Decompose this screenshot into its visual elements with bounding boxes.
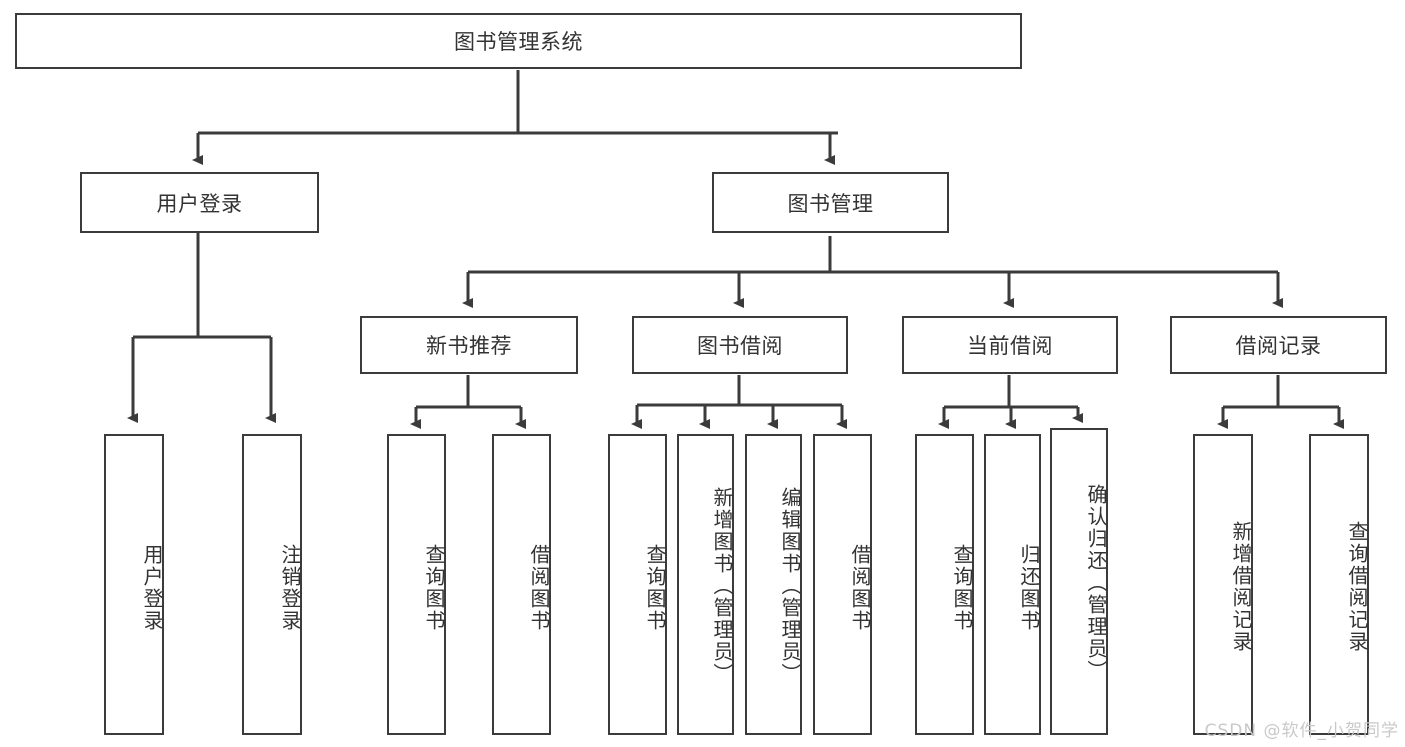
leaf-confirm-return-admin-label: 确认归还（管理员）: [1084, 483, 1108, 682]
leaf-logout[interactable]: 注销登录: [242, 434, 302, 735]
leaf-borrow-book[interactable]: 借阅图书: [813, 434, 872, 735]
leaf-add-borrow-record-label: 新增借阅记录: [1229, 520, 1253, 653]
node-book-management[interactable]: 图书管理: [712, 172, 949, 233]
node-user-login-label: 用户登录: [156, 191, 243, 216]
leaf-query-book-newbook[interactable]: 查询图书: [387, 434, 446, 735]
node-borrow-record[interactable]: 借阅记录: [1170, 316, 1387, 374]
leaf-edit-book-admin-label: 编辑图书（管理员）: [778, 486, 802, 685]
node-user-login[interactable]: 用户登录: [80, 172, 319, 233]
leaf-add-borrow-record[interactable]: 新增借阅记录: [1193, 434, 1253, 735]
leaf-logout-label: 注销登录: [278, 543, 302, 632]
csdn-watermark: CSDN @软件_小贺同学: [1204, 721, 1399, 741]
node-new-book-recommend[interactable]: 新书推荐: [360, 316, 578, 374]
node-book-borrow[interactable]: 图书借阅: [632, 316, 848, 374]
node-borrow-record-label: 借阅记录: [1235, 334, 1322, 358]
leaf-borrow-book-label: 借阅图书: [848, 543, 872, 632]
node-new-book-recommend-label: 新书推荐: [426, 334, 512, 358]
node-current-borrow[interactable]: 当前借阅: [902, 316, 1118, 374]
node-root[interactable]: 图书管理系统: [15, 13, 1022, 69]
leaf-query-borrow-record[interactable]: 查询借阅记录: [1309, 434, 1369, 735]
leaf-query-book-borrow[interactable]: 查询图书: [608, 434, 667, 735]
leaf-borrow-book-newbook[interactable]: 借阅图书: [492, 434, 551, 735]
node-book-borrow-label: 图书借阅: [697, 334, 783, 358]
leaf-query-book-current[interactable]: 查询图书: [915, 434, 974, 735]
leaf-user-login[interactable]: 用户登录: [104, 434, 164, 735]
leaf-add-book-admin-label: 新增图书（管理员）: [710, 486, 734, 685]
node-current-borrow-label: 当前借阅: [967, 334, 1053, 358]
leaf-confirm-return-admin[interactable]: 确认归还（管理员）: [1050, 428, 1108, 735]
leaf-borrow-book-newbook-label: 借阅图书: [527, 543, 551, 632]
leaf-query-book-newbook-label: 查询图书: [422, 543, 446, 632]
node-root-label: 图书管理系统: [454, 30, 583, 54]
leaf-query-borrow-record-label: 查询借阅记录: [1345, 520, 1369, 653]
leaf-edit-book-admin[interactable]: 编辑图书（管理员）: [745, 434, 802, 735]
leaf-query-book-current-label: 查询图书: [950, 543, 974, 632]
leaf-return-book[interactable]: 归还图书: [984, 434, 1041, 735]
leaf-query-book-borrow-label: 查询图书: [643, 543, 667, 632]
node-book-management-label: 图书管理: [787, 191, 874, 216]
leaf-add-book-admin[interactable]: 新增图书（管理员）: [677, 434, 734, 735]
leaf-return-book-label: 归还图书: [1017, 543, 1041, 632]
leaf-user-login-label: 用户登录: [140, 543, 164, 632]
